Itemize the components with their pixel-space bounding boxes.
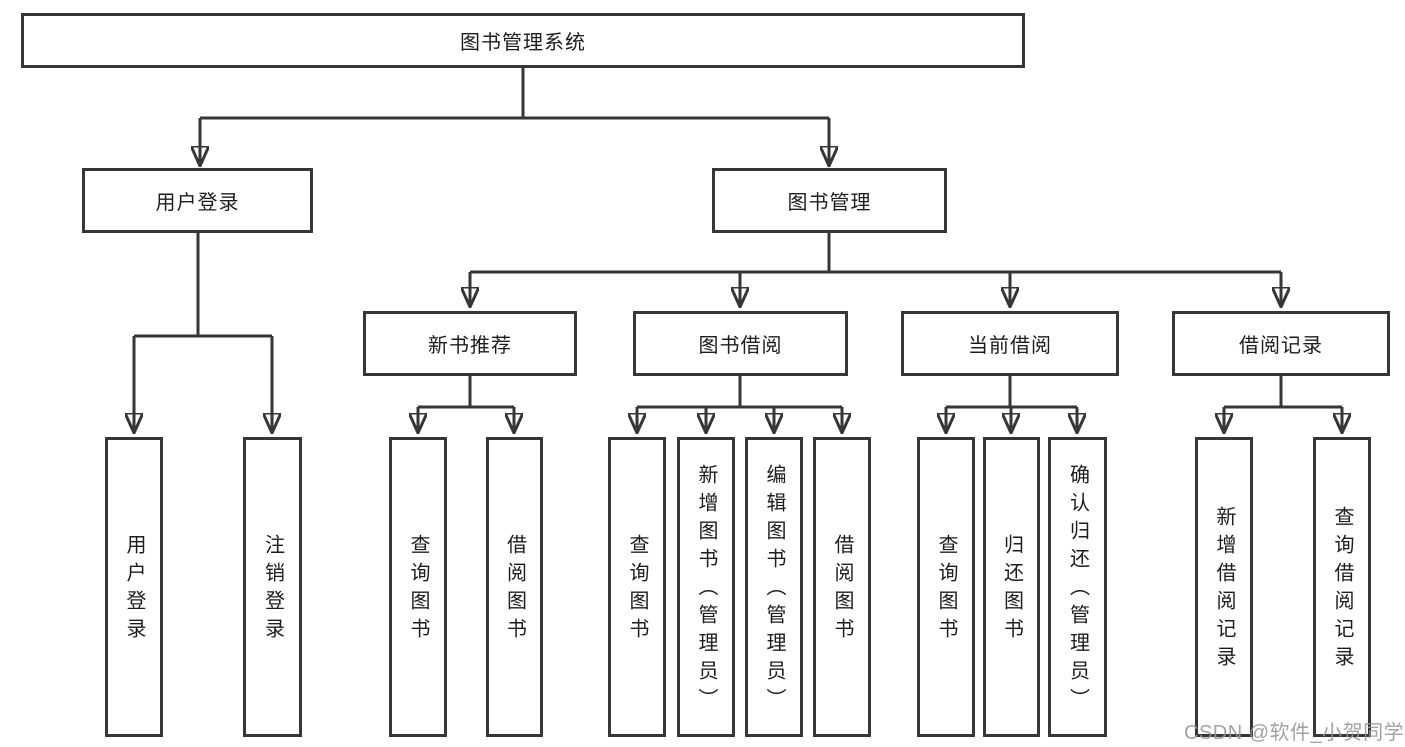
- leaf-query-borrow-record: 查询借阅记录: [1313, 437, 1371, 737]
- node-book-management: 图书管理: [712, 168, 947, 233]
- watermark: CSDN @软件_小贺同学: [1184, 722, 1405, 744]
- node-book-borrowing: 图书借阅: [633, 311, 848, 376]
- connector-book-borrowing-children: [637, 376, 842, 433]
- leaf-user-login: 用户登录: [105, 437, 163, 737]
- leaf-edit-book-admin: 编辑图书（管理员）: [745, 437, 803, 737]
- node-library-management-system: 图书管理系统: [21, 13, 1025, 68]
- connector-current-borrowing-children: [946, 376, 1077, 433]
- connector-root-to-level2: [200, 68, 829, 166]
- node-current-borrowing: 当前借阅: [901, 311, 1119, 376]
- leaf-query-books-current: 查询图书: [917, 437, 975, 737]
- node-user-login: 用户登录: [82, 168, 313, 233]
- connector-book-management-children: [470, 233, 1281, 307]
- leaf-add-borrow-record: 新增借阅记录: [1195, 437, 1253, 737]
- node-borrowing-records: 借阅记录: [1172, 311, 1390, 376]
- leaf-confirm-return-admin: 确认归还（管理员）: [1048, 437, 1107, 737]
- leaf-return-books: 归还图书: [983, 437, 1040, 737]
- leaf-borrow-books-recommendation: 借阅图书: [486, 437, 543, 737]
- connector-user-login-children: [134, 233, 272, 433]
- node-new-book-recommendation: 新书推荐: [363, 311, 577, 376]
- leaf-logout: 注销登录: [243, 437, 302, 737]
- leaf-add-book-admin: 新增图书（管理员）: [677, 437, 735, 737]
- connector-borrowing-records-children: [1224, 376, 1342, 433]
- leaf-query-books-recommendation: 查询图书: [389, 437, 447, 737]
- leaf-query-books-borrowing: 查询图书: [608, 437, 666, 737]
- leaf-borrow-books-borrowing: 借阅图书: [813, 437, 871, 737]
- connector-new-book-recommendation-children: [418, 376, 514, 433]
